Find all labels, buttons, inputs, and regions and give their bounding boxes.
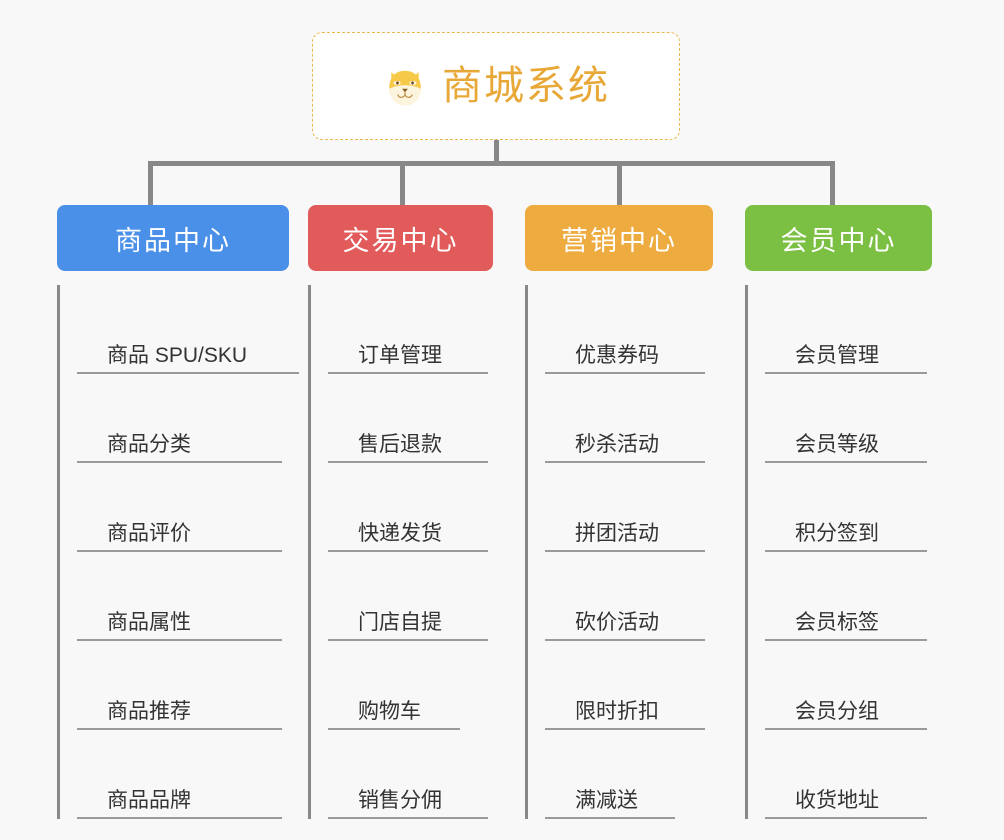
- list-item-label: 快递发货: [358, 521, 442, 545]
- list-item-label: 会员等级: [795, 432, 879, 456]
- list-item-label: 购物车: [358, 699, 421, 723]
- connector-drop-trade-center: [400, 161, 405, 205]
- list-item-underline: [77, 372, 299, 374]
- list-item-label: 收货地址: [795, 788, 879, 812]
- list-item[interactable]: 门店自提: [328, 552, 493, 641]
- list-item-label: 砍价活动: [575, 610, 659, 634]
- list-item-label: 秒杀活动: [575, 432, 659, 456]
- list-item[interactable]: 秒杀活动: [545, 374, 713, 463]
- list-item-underline: [545, 817, 675, 819]
- connector-drop-marketing-center: [617, 161, 622, 205]
- list-item-label: 限时折扣: [575, 699, 659, 723]
- list-item-label: 销售分佣: [358, 788, 442, 812]
- branch-marketing-center: 营销中心 优惠券码 秒杀活动 拼团活动 砍价活动 限时折扣: [525, 205, 713, 819]
- list-item-label: 满减送: [575, 788, 638, 812]
- list-item[interactable]: 快递发货: [328, 463, 493, 552]
- list-item-underline: [765, 639, 927, 641]
- shiba-dog-face-icon: [382, 65, 428, 111]
- list-item[interactable]: 商品 SPU/SKU: [77, 285, 299, 374]
- branch-items-member-center: 会员管理 会员等级 积分签到 会员标签 会员分组 收货地址: [745, 285, 932, 819]
- connector-drop-product-center: [148, 161, 153, 205]
- list-item-underline: [77, 550, 282, 552]
- connector-drop-member-center: [830, 161, 835, 205]
- list-item-underline: [77, 639, 282, 641]
- list-item[interactable]: 会员等级: [765, 374, 932, 463]
- list-item-underline: [545, 372, 705, 374]
- list-item-underline: [328, 639, 488, 641]
- branch-items-product-center: 商品 SPU/SKU 商品分类 商品评价 商品属性 商品推荐 商品品牌: [57, 285, 299, 819]
- list-item-underline: [765, 461, 927, 463]
- list-item-underline: [328, 728, 460, 730]
- connector-horizontal-bus: [148, 161, 835, 166]
- list-item[interactable]: 商品推荐: [77, 641, 289, 730]
- list-item-label: 商品推荐: [107, 699, 191, 723]
- root-title: 商城系统: [442, 64, 610, 108]
- list-item[interactable]: 商品属性: [77, 552, 289, 641]
- list-item[interactable]: 商品分类: [77, 374, 289, 463]
- list-item-underline: [765, 728, 927, 730]
- list-item-label: 优惠券码: [575, 343, 659, 367]
- list-item-label: 商品 SPU/SKU: [107, 343, 248, 367]
- list-item-underline: [328, 817, 488, 819]
- list-item[interactable]: 会员标签: [765, 552, 932, 641]
- list-item[interactable]: 会员管理: [765, 285, 932, 374]
- list-item-underline: [77, 817, 282, 819]
- branch-items-marketing-center: 优惠券码 秒杀活动 拼团活动 砍价活动 限时折扣 满减送: [525, 285, 713, 819]
- list-item[interactable]: 满减送: [545, 730, 713, 819]
- branch-product-center: 商品中心 商品 SPU/SKU 商品分类 商品评价 商品属性 商品推荐: [57, 205, 299, 819]
- list-item-underline: [765, 550, 927, 552]
- list-item-underline: [765, 372, 927, 374]
- branch-header-trade-center[interactable]: 交易中心: [308, 205, 493, 271]
- list-item-underline: [77, 461, 282, 463]
- list-item-label: 商品分类: [107, 432, 191, 456]
- list-item[interactable]: 限时折扣: [545, 641, 713, 730]
- list-item-label: 商品属性: [107, 610, 191, 634]
- list-item-label: 订单管理: [358, 343, 442, 367]
- list-item[interactable]: 购物车: [328, 641, 493, 730]
- list-item[interactable]: 优惠券码: [545, 285, 713, 374]
- list-item-label: 门店自提: [358, 610, 442, 634]
- list-item-underline: [545, 550, 705, 552]
- list-item[interactable]: 售后退款: [328, 374, 493, 463]
- list-item-underline: [328, 550, 488, 552]
- branch-header-marketing-center[interactable]: 营销中心: [525, 205, 713, 271]
- connector-root-stem: [494, 140, 499, 166]
- branch-member-center: 会员中心 会员管理 会员等级 积分签到 会员标签 会员分组: [745, 205, 932, 819]
- list-item-underline: [328, 461, 488, 463]
- list-item[interactable]: 销售分佣: [328, 730, 493, 819]
- root-node-mall-system[interactable]: 商城系统: [312, 32, 680, 140]
- list-item-underline: [328, 372, 488, 374]
- list-item-label: 积分签到: [795, 521, 879, 545]
- list-item[interactable]: 商品品牌: [77, 730, 289, 819]
- list-item-label: 售后退款: [358, 432, 442, 456]
- list-item[interactable]: 收货地址: [765, 730, 932, 819]
- list-item-label: 会员标签: [795, 610, 879, 634]
- list-item[interactable]: 积分签到: [765, 463, 932, 552]
- list-item-underline: [77, 728, 282, 730]
- branch-trade-center: 交易中心 订单管理 售后退款 快递发货 门店自提 购物车: [308, 205, 493, 819]
- list-item[interactable]: 商品评价: [77, 463, 289, 552]
- list-item[interactable]: 会员分组: [765, 641, 932, 730]
- list-item[interactable]: 砍价活动: [545, 552, 713, 641]
- list-item-label: 会员管理: [795, 343, 879, 367]
- branch-items-trade-center: 订单管理 售后退款 快递发货 门店自提 购物车 销售分佣: [308, 285, 493, 819]
- list-item-label: 拼团活动: [575, 521, 659, 545]
- list-item-underline: [545, 728, 705, 730]
- list-item-label: 会员分组: [795, 699, 879, 723]
- list-item[interactable]: 订单管理: [328, 285, 493, 374]
- branch-header-member-center[interactable]: 会员中心: [745, 205, 932, 271]
- list-item-underline: [545, 639, 705, 641]
- list-item-underline: [545, 461, 705, 463]
- branch-header-product-center[interactable]: 商品中心: [57, 205, 289, 271]
- list-item-label: 商品品牌: [107, 788, 191, 812]
- list-item[interactable]: 拼团活动: [545, 463, 713, 552]
- list-item-label: 商品评价: [107, 521, 191, 545]
- list-item-underline: [765, 817, 927, 819]
